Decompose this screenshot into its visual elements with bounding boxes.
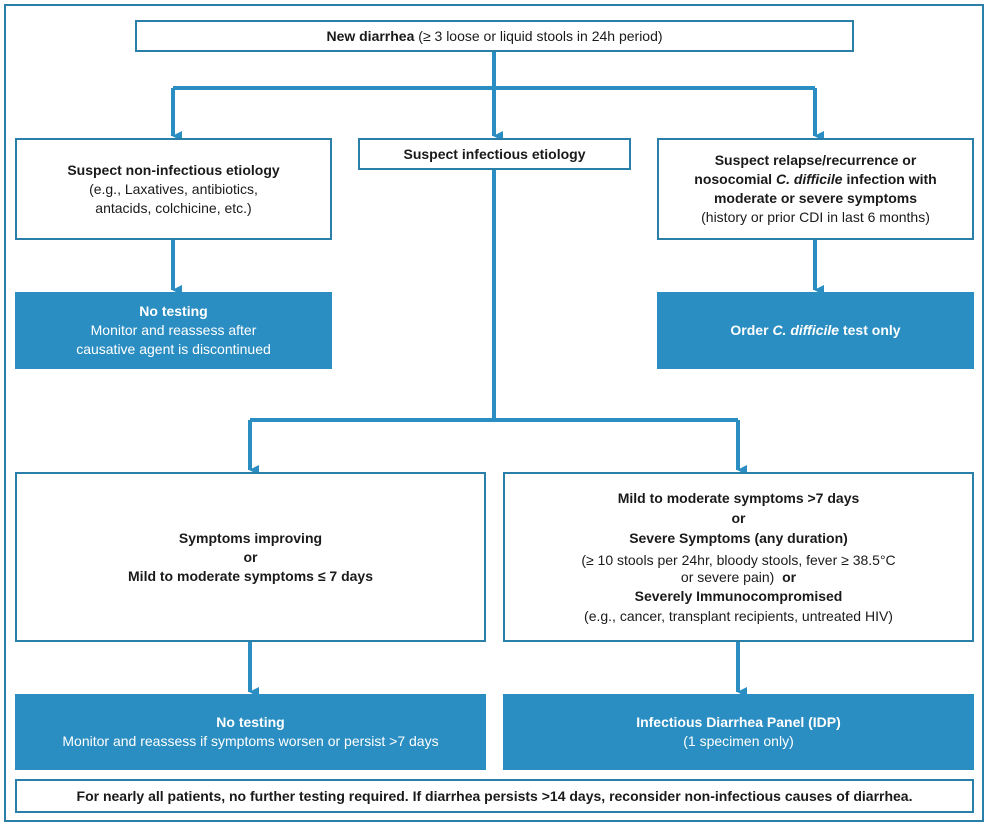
no-testing-bottom-title: No testing — [216, 714, 285, 730]
severe-symptoms-box: Mild to moderate symptoms >7 days or Sev… — [503, 472, 974, 642]
severe-line3: Severe Symptoms (any duration) — [629, 530, 848, 546]
idp-title: Infectious Diarrhea Panel (IDP) — [636, 714, 841, 730]
infectious-box: Suspect infectious etiology — [358, 138, 631, 170]
severe-criteria-1: (≥ 10 stools per 24hr, bloody stools, fe… — [581, 552, 896, 568]
infectious-title: Suspect infectious etiology — [403, 145, 586, 162]
footer-note: For nearly all patients, no further test… — [76, 787, 913, 804]
new-diarrhea-label: New diarrhea — [326, 27, 415, 44]
severe-criteria-2: or severe pain) or — [680, 569, 797, 585]
cdiff-test-label: Order C. difficile test only — [730, 322, 901, 338]
relapse-line2: nosocomial C. difficile infection with — [694, 171, 937, 187]
mild-line1: Symptoms improving — [178, 529, 323, 546]
no-testing-left-line3: causative agent is discontinued — [76, 341, 271, 357]
relapse-line1: Suspect relapse/recurrence or — [714, 152, 917, 168]
non-infectious-examples-1: (e.g., Laxatives, antibiotics, — [89, 180, 258, 197]
footer-note-box: For nearly all patients, no further test… — [15, 779, 974, 813]
mild-or: or — [243, 548, 258, 565]
cdiff-test-box: Order C. difficile test only — [657, 292, 974, 369]
relapse-box: Suspect relapse/recurrence or nosocomial… — [657, 138, 974, 240]
no-testing-left-box: No testing Monitor and reassess after ca… — [15, 292, 332, 369]
non-infectious-examples-2: antacids, colchicine, etc.) — [95, 199, 252, 216]
idp-line2: (1 specimen only) — [683, 733, 794, 749]
relapse-line3: moderate or severe symptoms — [713, 190, 918, 206]
new-diarrhea-definition: (≥ 3 loose or liquid stools in 24h perio… — [418, 27, 663, 44]
no-testing-bottom-box: No testing Monitor and reassess if sympt… — [15, 694, 486, 770]
no-testing-bottom-line2: Monitor and reassess if symptoms worsen … — [62, 733, 439, 749]
non-infectious-box: Suspect non-infectious etiology (e.g., L… — [15, 138, 332, 240]
severe-or1: or — [731, 510, 746, 526]
diagram-frame — [4, 4, 984, 822]
no-testing-left-title: No testing — [139, 303, 208, 319]
no-testing-left-line2: Monitor and reassess after — [90, 322, 257, 338]
new-diarrhea-box: New diarrhea (≥ 3 loose or liquid stools… — [135, 20, 854, 52]
severe-line6: (e.g., cancer, transplant recipients, un… — [584, 608, 893, 624]
non-infectious-title: Suspect non-infectious etiology — [67, 161, 280, 178]
idp-box: Infectious Diarrhea Panel (IDP) (1 speci… — [503, 694, 974, 770]
mild-symptoms-box: Symptoms improving or Mild to moderate s… — [15, 472, 486, 642]
severe-line5: Severely Immunocompromised — [634, 588, 843, 604]
relapse-line4: (history or prior CDI in last 6 months) — [701, 209, 930, 225]
severe-line1: Mild to moderate symptoms >7 days — [617, 490, 860, 506]
mild-line3: Mild to moderate symptoms ≤ 7 days — [128, 567, 373, 584]
